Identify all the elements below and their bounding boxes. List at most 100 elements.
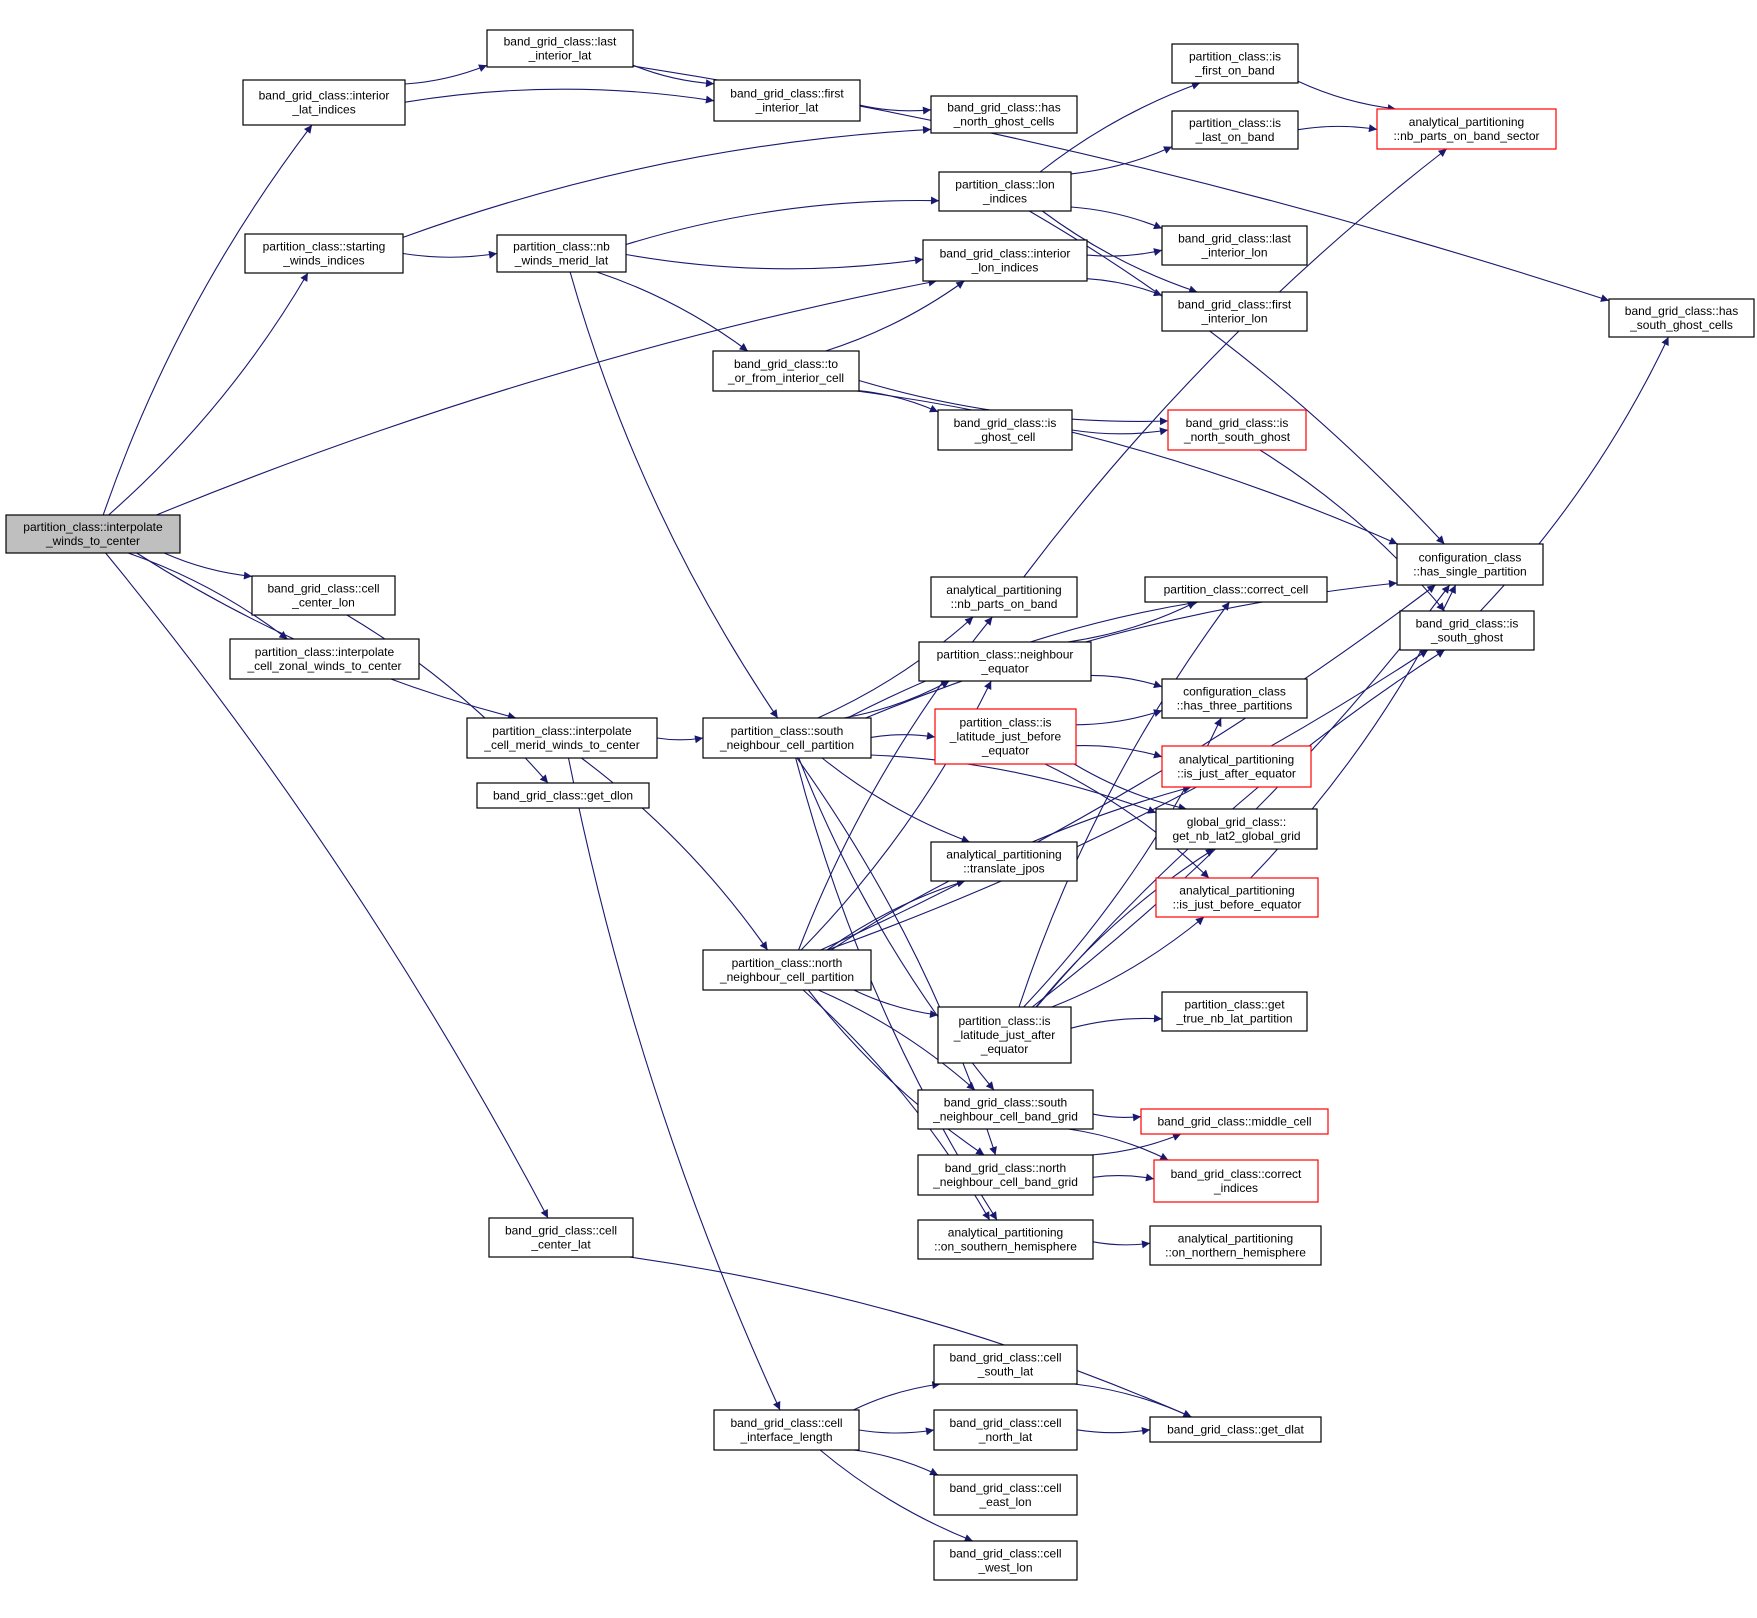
node-interpolate-cell-zonal[interactable]: partition_class::interpolate_cell_zonal_… xyxy=(229,638,420,680)
call-edge-neighbour-equator-to-correct-cell xyxy=(1067,601,1197,643)
node-interpolate-cell-merid[interactable]: partition_class::interpolate_cell_merid_… xyxy=(466,717,658,759)
node-box xyxy=(1399,610,1535,651)
node-translate-jpos[interactable]: analytical_partitioning::translate_jpos xyxy=(930,841,1078,882)
call-edge-line xyxy=(1070,1014,1163,1029)
call-edge-line xyxy=(1018,601,1230,1008)
node-label-line: _center_lon xyxy=(291,596,355,610)
node-label-line: _neighbour_cell_band_grid xyxy=(932,1175,1078,1189)
call-edge-line xyxy=(1070,146,1173,175)
node-nb-parts-on-band-sector[interactable]: analytical_partitioning::nb_parts_on_ban… xyxy=(1376,108,1557,150)
call-edge-line xyxy=(853,989,939,1019)
node-middle-cell[interactable]: band_grid_class::middle_cell xyxy=(1140,1108,1329,1135)
node-cell-interface-length[interactable]: band_grid_class::cell_interface_length xyxy=(713,1409,860,1451)
node-label-line: global_grid_class:: xyxy=(1187,815,1286,829)
node-is-last-on-band[interactable]: partition_class::is_last_on_band xyxy=(1171,110,1299,150)
node-last-interior-lon[interactable]: band_grid_class::last_interior_lon xyxy=(1161,225,1308,266)
node-interpolate-winds-to-center[interactable]: partition_class::interpolate_winds_to_ce… xyxy=(5,514,181,554)
node-cell-center-lat[interactable]: band_grid_class::cell_center_lat xyxy=(488,1217,634,1258)
node-is-just-after-equator[interactable]: analytical_partitioning::is_just_after_e… xyxy=(1161,745,1312,788)
node-first-interior-lon[interactable]: band_grid_class::first_interior_lon xyxy=(1161,291,1308,332)
node-north-neighbour-cell-partition[interactable]: partition_class::north_neighbour_cell_pa… xyxy=(702,949,872,991)
call-edge-south-neighbour-cell-band-grid-to-middle-cell xyxy=(1092,1113,1142,1122)
call-edge-line xyxy=(1075,745,1163,759)
node-is-latitude-just-before-equator[interactable]: partition_class::is_latitude_just_before… xyxy=(934,708,1077,765)
node-first-interior-lat[interactable]: band_grid_class::first_interior_lat xyxy=(713,79,861,122)
node-correct-cell[interactable]: partition_class::correct_cell xyxy=(1144,576,1328,603)
node-label-line: band_grid_class::first xyxy=(1178,298,1292,312)
call-edge-line xyxy=(826,649,1429,951)
call-edge-interpolate-cell-merid-to-north-neighbour-cell-partition xyxy=(581,757,769,951)
node-cell-west-lon[interactable]: band_grid_class::cell_west_lon xyxy=(933,1540,1078,1581)
node-interior-lon-indices[interactable]: band_grid_class::interior_lon_indices xyxy=(922,239,1088,282)
node-label-line: partition_class::is xyxy=(1189,50,1281,64)
node-box xyxy=(229,638,420,680)
node-lon-indices[interactable]: partition_class::lon_indices xyxy=(938,171,1072,212)
node-cell-south-lat[interactable]: band_grid_class::cell_south_lat xyxy=(933,1344,1078,1385)
node-label-line: partition_class::north xyxy=(732,956,843,970)
node-box xyxy=(466,717,658,759)
node-label-line: band_grid_class::cell xyxy=(267,582,379,596)
node-box xyxy=(937,409,1073,451)
node-label-line: partition_class::interpolate xyxy=(255,645,395,659)
node-label-line: _north_south_ghost xyxy=(1183,430,1291,444)
node-is-first-on-band[interactable]: partition_class::is_first_on_band xyxy=(1171,43,1299,84)
call-edge-line xyxy=(1091,1133,1182,1156)
node-get-true-nb-lat-partition[interactable]: partition_class::get_true_nb_lat_partiti… xyxy=(1161,991,1308,1032)
node-has-three-partitions[interactable]: configuration_class::has_three_partition… xyxy=(1161,678,1308,719)
call-edge-line xyxy=(625,253,924,270)
call-edge-north-neighbour-cell-partition-to-is-latitude-just-after-equator xyxy=(853,989,939,1019)
node-is-latitude-just-after-equator[interactable]: partition_class::is_latitude_just_after_… xyxy=(937,1006,1072,1064)
node-cell-north-lat[interactable]: band_grid_class::cell_north_lat xyxy=(933,1409,1078,1451)
node-box xyxy=(933,1409,1078,1451)
call-edge-line xyxy=(1071,427,1169,436)
node-label-line: _cell_zonal_winds_to_center xyxy=(246,659,401,673)
node-label-line: band_grid_class::get_dlon xyxy=(493,789,633,803)
call-edge-interior-lon-indices-to-first-interior-lon xyxy=(1086,278,1163,297)
node-box xyxy=(244,233,404,274)
node-south-neighbour-cell-band-grid[interactable]: band_grid_class::south_neighbour_cell_ba… xyxy=(917,1089,1094,1130)
call-edge-cell-interface-length-to-cell-north-lat xyxy=(858,1427,935,1436)
call-edge-line xyxy=(567,757,781,1411)
node-cell-east-lon[interactable]: band_grid_class::cell_east_lon xyxy=(933,1474,1078,1516)
node-nb-parts-on-band[interactable]: analytical_partitioning::nb_parts_on_ban… xyxy=(930,576,1078,618)
node-neighbour-equator[interactable]: partition_class::neighbour_equator xyxy=(918,641,1092,682)
node-get-nb-lat2-global-grid[interactable]: global_grid_class::get_nb_lat2_global_gr… xyxy=(1155,808,1318,850)
call-edge-interpolate-winds-to-center-to-cell-center-lat xyxy=(105,552,549,1219)
node-box xyxy=(934,708,1077,765)
node-label-line: analytical_partitioning xyxy=(946,848,1061,862)
node-label-line: _winds_merid_lat xyxy=(514,254,609,268)
node-on-southern-hemisphere[interactable]: analytical_partitioning::on_southern_hem… xyxy=(917,1219,1094,1260)
node-cell-center-lon[interactable]: band_grid_class::cell_center_lon xyxy=(251,575,396,616)
node-north-neighbour-cell-band-grid[interactable]: band_grid_class::north_neighbour_cell_ba… xyxy=(917,1154,1094,1196)
node-nb-winds-merid-lat[interactable]: partition_class::nb_winds_merid_lat xyxy=(496,234,627,273)
node-box xyxy=(1161,678,1308,719)
node-get-dlon[interactable]: band_grid_class::get_dlon xyxy=(476,782,650,809)
node-get-dlat[interactable]: band_grid_class::get_dlat xyxy=(1149,1416,1322,1443)
node-label-line: band_grid_class::correct xyxy=(1171,1167,1302,1181)
node-south-neighbour-cell-partition[interactable]: partition_class::south_neighbour_cell_pa… xyxy=(702,717,872,759)
node-has-north-ghost-cells[interactable]: band_grid_class::has_north_ghost_cells xyxy=(930,95,1078,134)
node-is-north-south-ghost[interactable]: band_grid_class::is_north_south_ghost xyxy=(1167,409,1307,451)
call-edge-line xyxy=(859,104,932,115)
call-edge-line xyxy=(1023,148,1448,578)
node-interior-lat-indices[interactable]: band_grid_class::interior_lat_indices xyxy=(242,79,406,126)
node-box xyxy=(488,1217,634,1258)
node-label-line: _or_from_interior_cell xyxy=(727,371,844,385)
node-to-or-from-interior-cell[interactable]: band_grid_class::to_or_from_interior_cel… xyxy=(712,350,860,392)
call-edge-line xyxy=(856,390,1398,545)
call-edge-interpolate-cell-merid-to-south-neighbour-cell-partition xyxy=(656,735,704,744)
node-starting-winds-indices[interactable]: partition_class::starting_winds_indices xyxy=(244,233,404,274)
node-label-line: band_grid_class::north xyxy=(945,1161,1066,1175)
node-is-south-ghost[interactable]: band_grid_class::is_south_ghost xyxy=(1399,610,1535,651)
node-is-just-before-equator[interactable]: analytical_partitioning::is_just_before_… xyxy=(1155,877,1319,918)
node-on-northern-hemisphere[interactable]: analytical_partitioning::on_northern_hem… xyxy=(1149,1225,1322,1266)
node-label-line: band_grid_class::first xyxy=(730,87,844,101)
call-edge-line xyxy=(853,1381,941,1411)
node-has-single-partition[interactable]: configuration_class::has_single_partitio… xyxy=(1396,543,1544,586)
node-correct-indices[interactable]: band_grid_class::correct_indices xyxy=(1153,1159,1319,1203)
node-has-south-ghost-cells[interactable]: band_grid_class::has_south_ghost_cells xyxy=(1608,298,1755,338)
node-label-line: _center_lat xyxy=(530,1238,591,1252)
node-is-ghost-cell[interactable]: band_grid_class::is_ghost_cell xyxy=(937,409,1073,451)
node-last-interior-lat[interactable]: band_grid_class::last_interior_lat xyxy=(486,29,634,68)
node-box xyxy=(1161,225,1308,266)
